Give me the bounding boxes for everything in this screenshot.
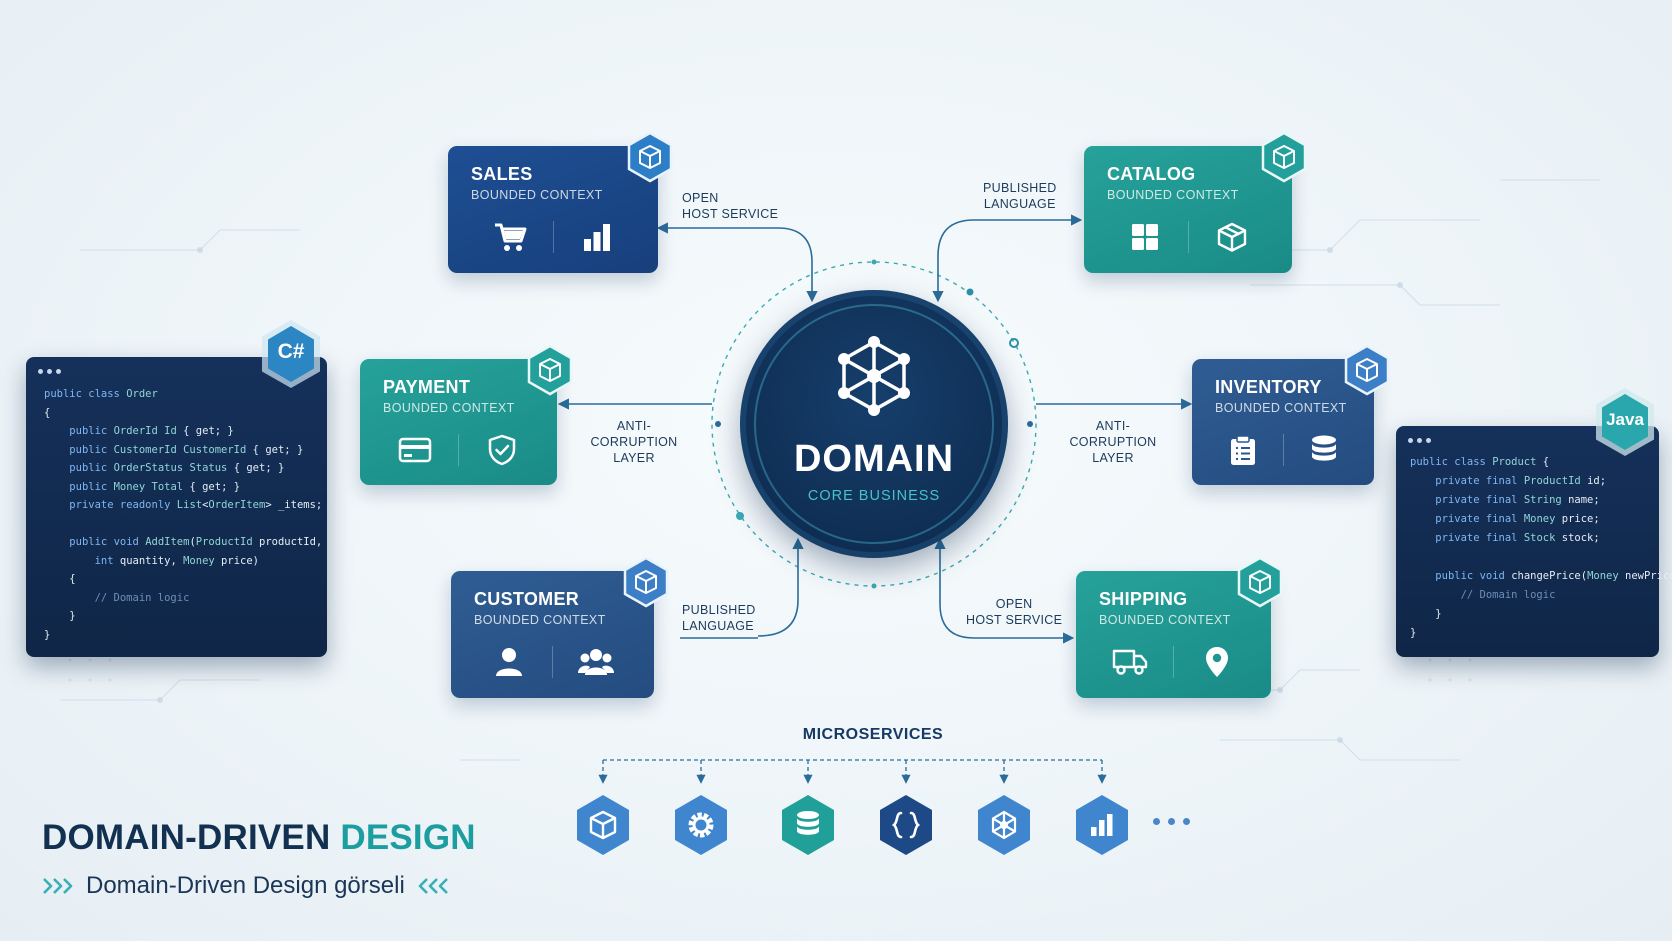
code-line: // Domain logic — [44, 591, 190, 604]
microservice-gear-icon[interactable] — [672, 793, 730, 857]
code-panel-csharp: public class Order { public OrderId Id { … — [26, 357, 327, 657]
context-card-sales[interactable]: SALES BOUNDED CONTEXT — [448, 146, 658, 273]
cube-icon — [527, 344, 573, 396]
context-title: PAYMENT — [383, 377, 471, 397]
context-card-shipping[interactable]: SHIPPING BOUNDED CONTEXT — [1076, 571, 1271, 698]
domain-core-ring — [754, 304, 994, 544]
domain-title: DOMAIN — [793, 438, 955, 480]
context-subtitle: BOUNDED CONTEXT — [474, 613, 606, 627]
csharp-badge — [262, 320, 320, 388]
context-title: INVENTORY — [1215, 377, 1322, 397]
window-dots — [1408, 438, 1431, 443]
hexagon-network-icon — [838, 336, 910, 416]
code-line: public OrderId Id { get; } — [69, 425, 234, 437]
domain-core[interactable]: DOMAIN CORE BUSINESS — [740, 290, 1008, 558]
context-card-inventory[interactable]: INVENTORY BOUNDED CONTEXT — [1192, 359, 1374, 485]
grid-icon — [1131, 224, 1158, 250]
bar-chart-icon — [583, 224, 610, 251]
code-line: public CustomerId CustomerId { get; } — [69, 443, 304, 456]
code-line: private readonly List<OrderItem> _items; — [69, 499, 323, 511]
code-line: private final String name; — [1435, 494, 1600, 506]
code-line: // Domain logic — [1410, 589, 1556, 601]
subtitle-row: Domain-Driven Design görseli — [42, 870, 449, 902]
context-title: CUSTOMER — [474, 589, 580, 609]
context-card-customer[interactable]: CUSTOMER BOUNDED CONTEXT — [451, 571, 654, 698]
domain-subtitle: CORE BUSINESS — [807, 488, 941, 504]
users-icon — [578, 649, 614, 675]
microservice-network-icon[interactable] — [975, 793, 1033, 857]
context-subtitle: BOUNDED CONTEXT — [1107, 188, 1239, 202]
code-panel-java: public class Product { private final Pro… — [1396, 426, 1672, 657]
code-line: } — [69, 610, 76, 622]
cube-icon — [623, 556, 669, 608]
shopping-cart-icon — [494, 223, 526, 251]
java-badge — [1596, 388, 1654, 456]
more-dots[interactable] — [1153, 818, 1190, 825]
context-subtitle: BOUNDED CONTEXT — [1099, 613, 1231, 627]
map-pin-icon — [1206, 647, 1228, 677]
code-line: public void AddItem(ProductId productId, — [69, 536, 323, 548]
code-line: private final Stock stock; — [1435, 532, 1600, 544]
window-dots — [38, 369, 61, 374]
context-subtitle: BOUNDED CONTEXT — [471, 188, 603, 202]
microservice-braces-icon[interactable] — [877, 793, 935, 857]
code-line: private final ProductId id; — [1435, 475, 1607, 487]
code-line: { — [44, 406, 51, 419]
cube-icon — [627, 131, 673, 183]
microservice-database-icon[interactable] — [779, 793, 837, 857]
cube-icon — [1237, 556, 1283, 608]
code-line: public class Order — [44, 388, 158, 400]
cube-icon — [1344, 344, 1390, 396]
page-subtitle: Domain-Driven Design görseli — [86, 872, 405, 899]
code-line: public void changePrice(Money newPrice) … — [1435, 570, 1672, 582]
page-title: DOMAIN-DRIVEN DESIGN — [42, 818, 476, 857]
code-line: int quantity, Money price) — [94, 554, 259, 567]
code-line: { — [69, 573, 76, 585]
context-subtitle: BOUNDED CONTEXT — [1215, 401, 1347, 415]
context-subtitle: BOUNDED CONTEXT — [383, 401, 515, 415]
context-title: SHIPPING — [1099, 589, 1188, 609]
java-badge-label: Java — [1606, 410, 1644, 429]
microservice-bar-chart-icon[interactable] — [1073, 793, 1131, 857]
context-title: SALES — [471, 164, 533, 184]
box-icon — [1217, 222, 1246, 252]
code-line: } — [1435, 608, 1442, 620]
chevrons-right-icon — [43, 878, 73, 894]
code-line: public OrderStatus Status { get; } — [69, 462, 285, 474]
code-line: public class Product { — [1410, 456, 1550, 468]
microservice-cube-icon[interactable] — [574, 793, 632, 857]
truck-icon — [1112, 649, 1148, 675]
context-card-payment[interactable]: PAYMENT BOUNDED CONTEXT — [360, 359, 557, 485]
context-title: CATALOG — [1107, 164, 1196, 184]
code-line: public Money Total { get; } — [69, 480, 241, 493]
code-line: private final Money price; — [1435, 513, 1600, 525]
credit-card-icon — [398, 437, 432, 463]
csharp-badge-label: C# — [277, 340, 305, 363]
shield-check-icon — [488, 434, 516, 466]
code-line: } — [44, 628, 51, 641]
clipboard-icon — [1230, 435, 1255, 465]
cube-icon — [1261, 131, 1307, 183]
context-card-catalog[interactable]: CATALOG BOUNDED CONTEXT — [1084, 146, 1292, 273]
user-icon — [496, 648, 522, 676]
database-icon — [1311, 435, 1336, 461]
microservices-title: MICROSERVICES — [802, 726, 944, 743]
chevrons-left-icon — [418, 878, 448, 894]
code-line: } — [1410, 627, 1417, 639]
